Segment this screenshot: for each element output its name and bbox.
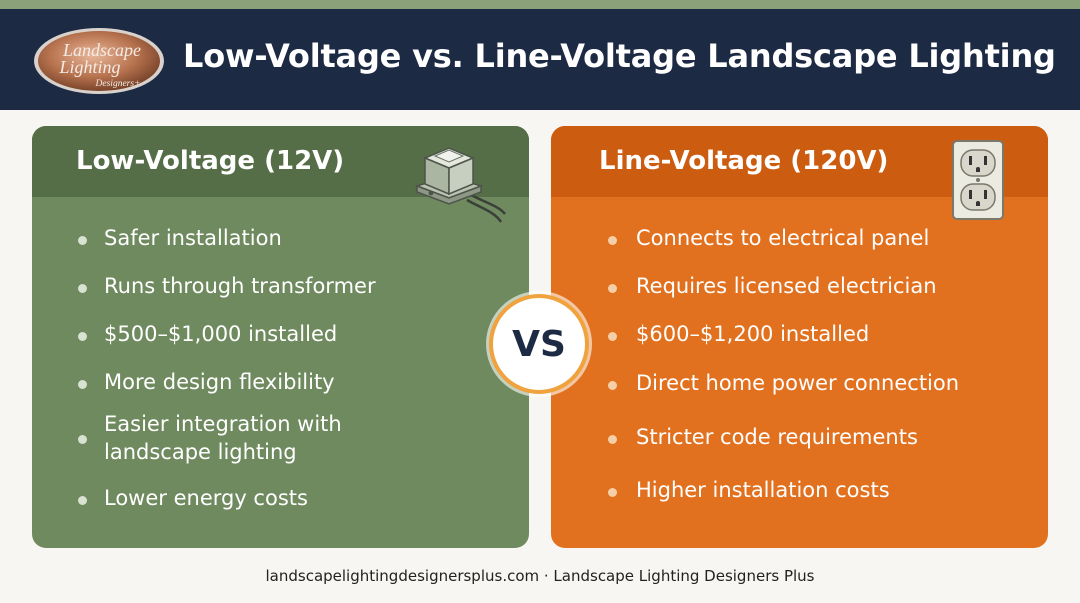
bullet-icon bbox=[608, 284, 617, 293]
bullet-icon bbox=[78, 435, 87, 444]
bullet-icon bbox=[78, 380, 87, 389]
bullet-icon bbox=[78, 284, 87, 293]
list-item-text: Requires licensed electrician bbox=[636, 274, 937, 298]
logo-line-2: Lighting bbox=[58, 57, 120, 77]
list-item-text: Safer installation bbox=[104, 226, 282, 250]
list-item-text: Direct home power connection bbox=[636, 371, 960, 395]
list-item-text: $600–$1,200 installed bbox=[636, 322, 870, 346]
list-item-text: Lower energy costs bbox=[104, 486, 308, 510]
bullet-icon bbox=[608, 236, 617, 245]
list-item-text: More design flexibility bbox=[104, 370, 335, 394]
low-voltage-panel: Low-Voltage (12V) Safer installation Run… bbox=[32, 126, 529, 548]
list-item-text: Higher installation costs bbox=[636, 478, 890, 502]
wall-outlet-icon bbox=[950, 138, 1006, 222]
list-item-text: Runs through transformer bbox=[104, 274, 376, 298]
logo-line-1: Landscape bbox=[62, 40, 141, 60]
bullet-icon bbox=[608, 435, 617, 444]
transformer-icon bbox=[409, 136, 511, 228]
list-item-text: Connects to electrical panel bbox=[636, 226, 930, 250]
line-voltage-title: Line-Voltage (120V) bbox=[599, 146, 889, 176]
bullet-icon bbox=[608, 381, 617, 390]
top-accent-strip bbox=[0, 0, 1080, 9]
line-voltage-panel: Line-Voltage (120V) Connects to electric… bbox=[551, 126, 1048, 548]
vs-badge: VS bbox=[489, 294, 589, 394]
footer-credit[interactable]: landscapelightingdesignersplus.com · Lan… bbox=[265, 567, 815, 585]
list-item-text: $500–$1,000 installed bbox=[104, 322, 338, 346]
bullet-icon bbox=[78, 496, 87, 505]
bullet-icon bbox=[608, 332, 617, 341]
company-logo[interactable]: Landscape Lighting Designers+ bbox=[32, 26, 166, 96]
bullet-icon bbox=[78, 236, 87, 245]
logo-badge: Landscape Lighting Designers+ bbox=[34, 28, 164, 94]
header-banner: Landscape Lighting Designers+ Low-Voltag… bbox=[0, 9, 1080, 110]
bullet-icon bbox=[608, 488, 617, 497]
list-item-text: Easier integration with landscape lighti… bbox=[104, 412, 342, 464]
list-item-text: Stricter code requirements bbox=[636, 425, 918, 449]
bullet-icon bbox=[78, 332, 87, 341]
low-voltage-title: Low-Voltage (12V) bbox=[76, 146, 345, 176]
page-title: Low-Voltage vs. Line-Voltage Landscape L… bbox=[183, 37, 1056, 75]
logo-line-3: Designers+ bbox=[95, 79, 141, 89]
